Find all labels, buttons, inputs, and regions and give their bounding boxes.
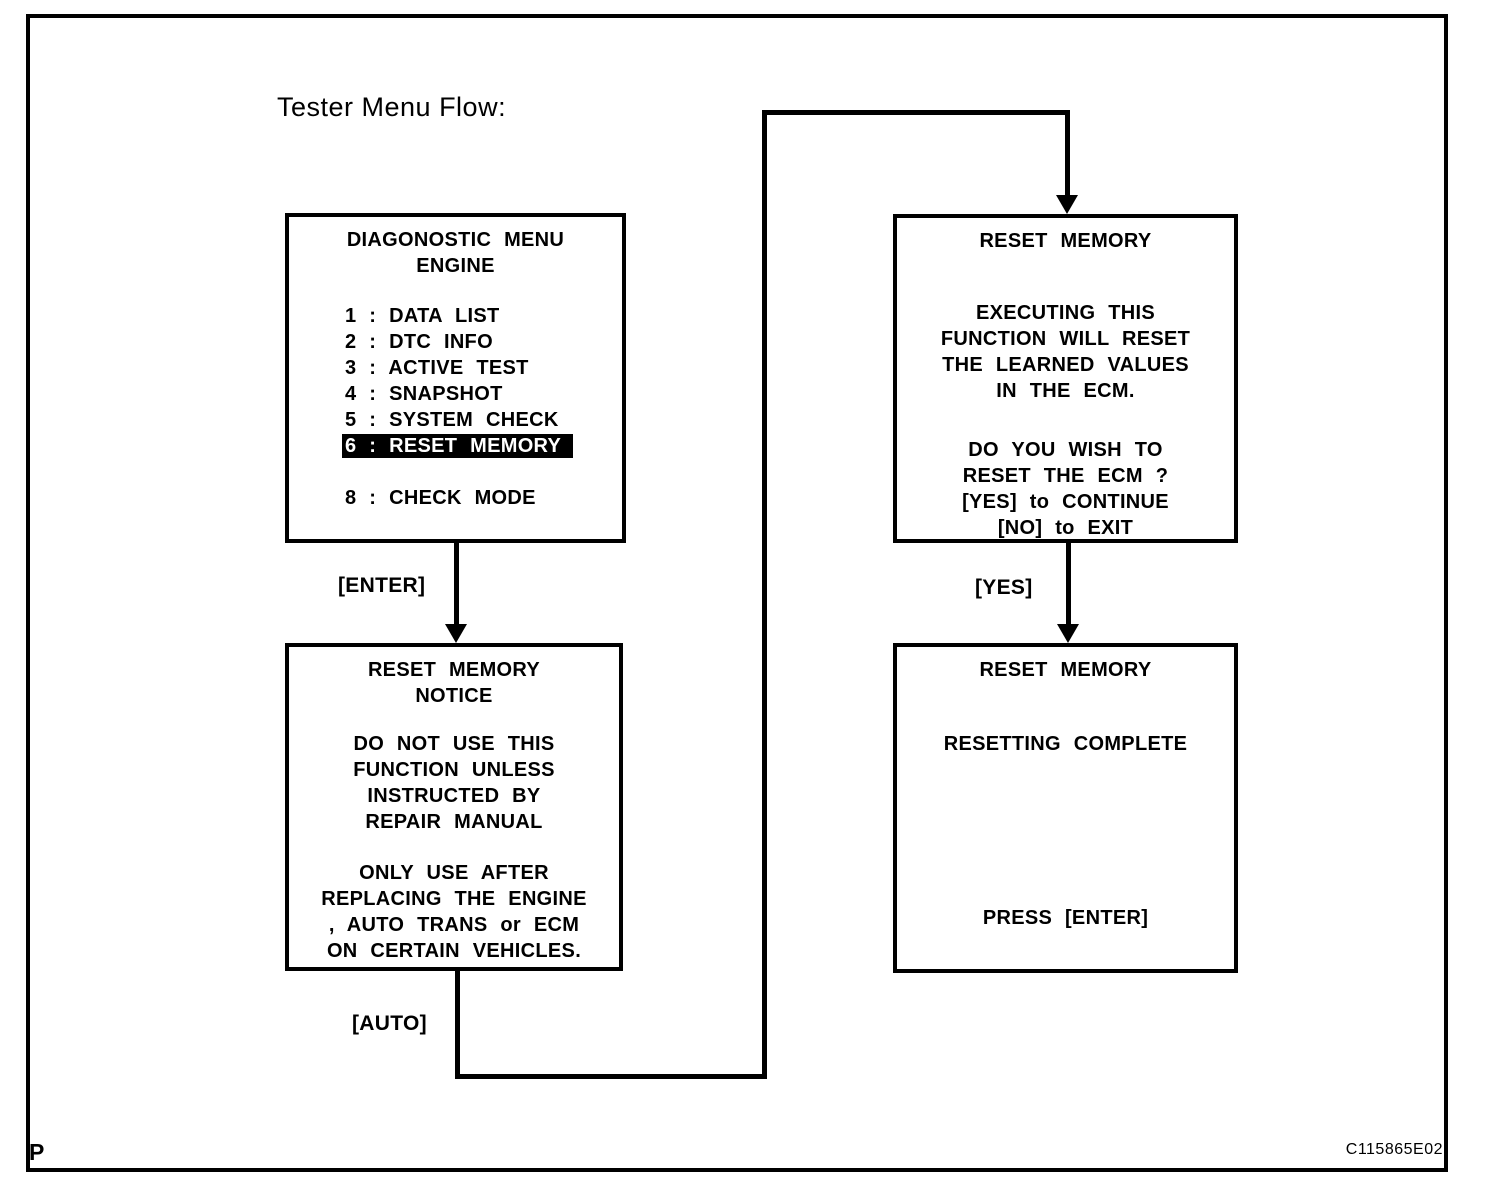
menu-item-label: 2 : DTC INFO <box>345 331 493 353</box>
menu-item-dtc-info: 2 : DTC INFO <box>345 329 622 355</box>
question-line: RESET THE ECM ? <box>962 465 1169 487</box>
auto-connector-segment-up <box>762 110 767 1079</box>
menu-item-data-list: 1 : DATA LIST <box>345 303 622 329</box>
enter-key-label: [ENTER] <box>338 574 426 597</box>
caution-line: REPAIR MANUAL <box>365 811 543 833</box>
usage-line: REPLACING THE ENGINE <box>321 888 587 910</box>
menu-item-check-mode: 8 : CHECK MODE <box>345 485 622 511</box>
caution-line: FUNCTION UNLESS <box>353 759 555 781</box>
screen-title-line: DIAGONOSTIC MENU <box>346 229 565 251</box>
flow-title: Tester Menu Flow: <box>277 92 507 122</box>
usage-line: ON CERTAIN VEHICLES. <box>326 940 582 962</box>
warning-line: IN THE ECM. <box>996 380 1135 402</box>
question-paragraph: DO YOU WISH TO RESET THE ECM ? [YES] to … <box>897 437 1234 541</box>
screen-reset-memory-confirm: RESET MEMORY EXECUTING THIS FUNCTION WIL… <box>893 214 1238 543</box>
yes-arrow-line <box>1066 542 1071 626</box>
auto-connector-segment-bottom <box>455 1074 767 1079</box>
usage-line: ONLY USE AFTER <box>359 862 549 884</box>
diagnostic-menu-list: 1 : DATA LIST 2 : DTC INFO 3 : ACTIVE TE… <box>289 303 622 511</box>
menu-item-label-highlighted: 6 : RESET MEMORY <box>342 434 574 458</box>
menu-item-system-check: 5 : SYSTEM CHECK <box>345 407 622 433</box>
question-line: DO YOU WISH TO <box>968 439 1163 461</box>
usage-paragraph: ONLY USE AFTER REPLACING THE ENGINE , AU… <box>289 860 619 964</box>
menu-item-label: 5 : SYSTEM CHECK <box>345 409 559 431</box>
yes-arrow-head-icon <box>1057 624 1079 643</box>
menu-item-label: 1 : DATA LIST <box>345 305 500 327</box>
usage-line: , AUTO TRANS or ECM <box>328 914 580 936</box>
page-letter: P <box>29 1139 45 1165</box>
enter-arrow-line <box>454 542 459 626</box>
warning-paragraph: EXECUTING THIS FUNCTION WILL RESET THE L… <box>897 300 1234 404</box>
menu-item-label: 4 : SNAPSHOT <box>345 383 503 405</box>
caution-line: DO NOT USE THIS <box>353 733 555 755</box>
screen-reset-memory-complete: RESET MEMORY RESETTING COMPLETE PRESS [E… <box>893 643 1238 973</box>
figure-border <box>26 14 1448 1172</box>
auto-connector-segment-top <box>762 110 1070 115</box>
caution-paragraph: DO NOT USE THIS FUNCTION UNLESS INSTRUCT… <box>289 731 619 835</box>
screen-title-line: NOTICE <box>415 685 493 707</box>
screen-diagnostic-menu: DIAGONOSTIC MENU ENGINE 1 : DATA LIST 2 … <box>285 213 626 543</box>
menu-item-active-test: 3 : ACTIVE TEST <box>345 355 622 381</box>
menu-item-label: 3 : ACTIVE TEST <box>345 357 529 379</box>
caution-line: INSTRUCTED BY <box>367 785 541 807</box>
auto-connector-segment-down <box>455 970 460 1079</box>
warning-line: EXECUTING THIS <box>976 302 1155 324</box>
question-line: [NO] to EXIT <box>997 517 1134 539</box>
menu-item-reset-memory-selected: 6 : RESET MEMORY <box>342 433 622 459</box>
warning-line: THE LEARNED VALUES <box>942 354 1189 376</box>
auto-key-label: [AUTO] <box>352 1012 427 1035</box>
screen-title-line: RESET MEMORY <box>979 659 1152 681</box>
screen-title-line: RESET MEMORY <box>367 659 541 681</box>
auto-connector-segment-into <box>1065 110 1070 198</box>
prompt-line: PRESS [ENTER] <box>982 907 1149 929</box>
status-line: RESETTING COMPLETE <box>943 733 1188 755</box>
enter-arrow-head-icon <box>445 624 467 643</box>
screen-title-line: RESET MEMORY <box>979 230 1152 252</box>
screen-title-line: ENGINE <box>416 255 495 277</box>
yes-key-label: [YES] <box>975 576 1033 599</box>
warning-line: FUNCTION WILL RESET <box>940 328 1191 350</box>
screen-reset-memory-notice: RESET MEMORY NOTICE DO NOT USE THIS FUNC… <box>285 643 623 971</box>
menu-item-snapshot: 4 : SNAPSHOT <box>345 381 622 407</box>
figure-code: C115865E02 <box>1345 1141 1443 1158</box>
question-line: [YES] to CONTINUE <box>962 491 1169 513</box>
menu-item-label: 8 : CHECK MODE <box>345 487 536 509</box>
auto-arrow-head-icon <box>1056 195 1078 214</box>
